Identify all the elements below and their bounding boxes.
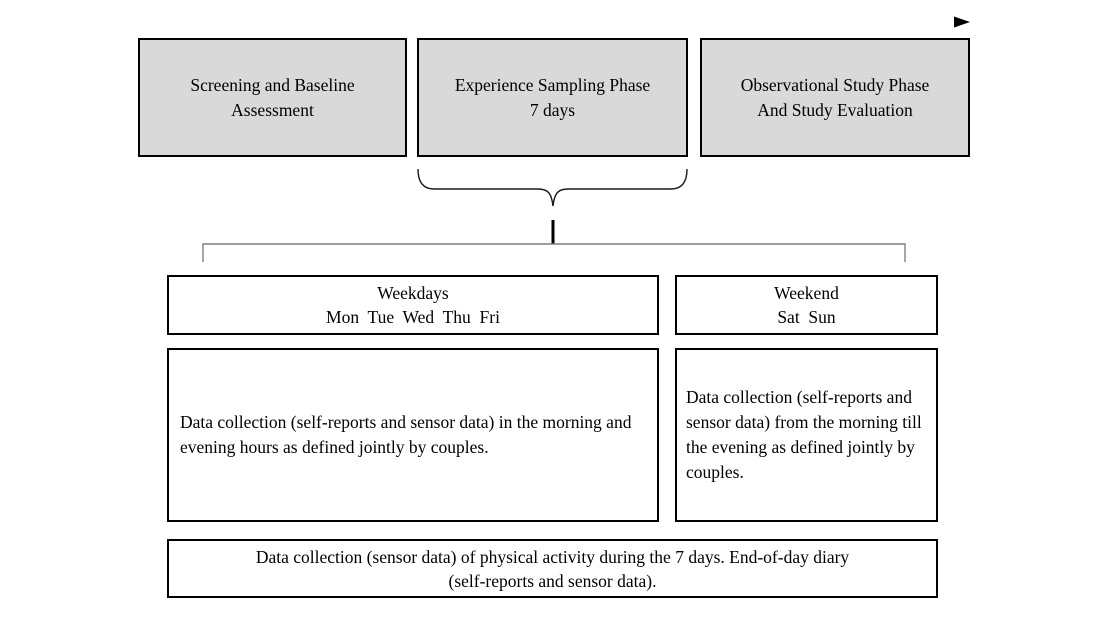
- footer-line-2: (self-reports and sensor data).: [448, 570, 657, 591]
- split-bracket-line: [202, 243, 906, 262]
- weekdays-description-box: Data collection (self-reports and sensor…: [167, 348, 659, 522]
- weekdays-days-list: Mon Tue Wed Thu Fri: [326, 307, 500, 327]
- phase-box-experience-sampling: Experience Sampling Phase 7 days: [417, 38, 688, 157]
- weekend-header-box: Weekend Sat Sun: [675, 275, 938, 335]
- phase-label: Observational Study Phase: [740, 74, 930, 95]
- phase-box-screening: Screening and Baseline Assessment: [138, 38, 407, 157]
- weekend-description: Data collection (self-reports and sensor…: [686, 387, 922, 482]
- phase-box-observational: Observational Study Phase And Study Eval…: [700, 38, 970, 157]
- timeline-arrow-icon: [138, 16, 970, 28]
- weekdays-description: Data collection (self-reports and sensor…: [180, 412, 632, 457]
- weekend-description-box: Data collection (self-reports and sensor…: [675, 348, 938, 522]
- weekend-title: Weekend: [774, 283, 839, 303]
- curly-brace-icon: [417, 168, 688, 207]
- phase-label: Assessment: [231, 99, 314, 120]
- weekdays-header-box: Weekdays Mon Tue Wed Thu Fri: [167, 275, 659, 335]
- footer-line-1: Data collection (sensor data) of physica…: [255, 546, 850, 567]
- weekend-days-list: Sat Sun: [777, 307, 836, 327]
- weekdays-title: Weekdays: [377, 283, 449, 303]
- phase-label: Experience Sampling Phase: [454, 74, 651, 95]
- phase-label: 7 days: [529, 99, 576, 120]
- phase-label: And Study Evaluation: [757, 99, 913, 120]
- footer-box: Data collection (sensor data) of physica…: [167, 539, 938, 598]
- phase-label: Screening and Baseline: [190, 74, 355, 95]
